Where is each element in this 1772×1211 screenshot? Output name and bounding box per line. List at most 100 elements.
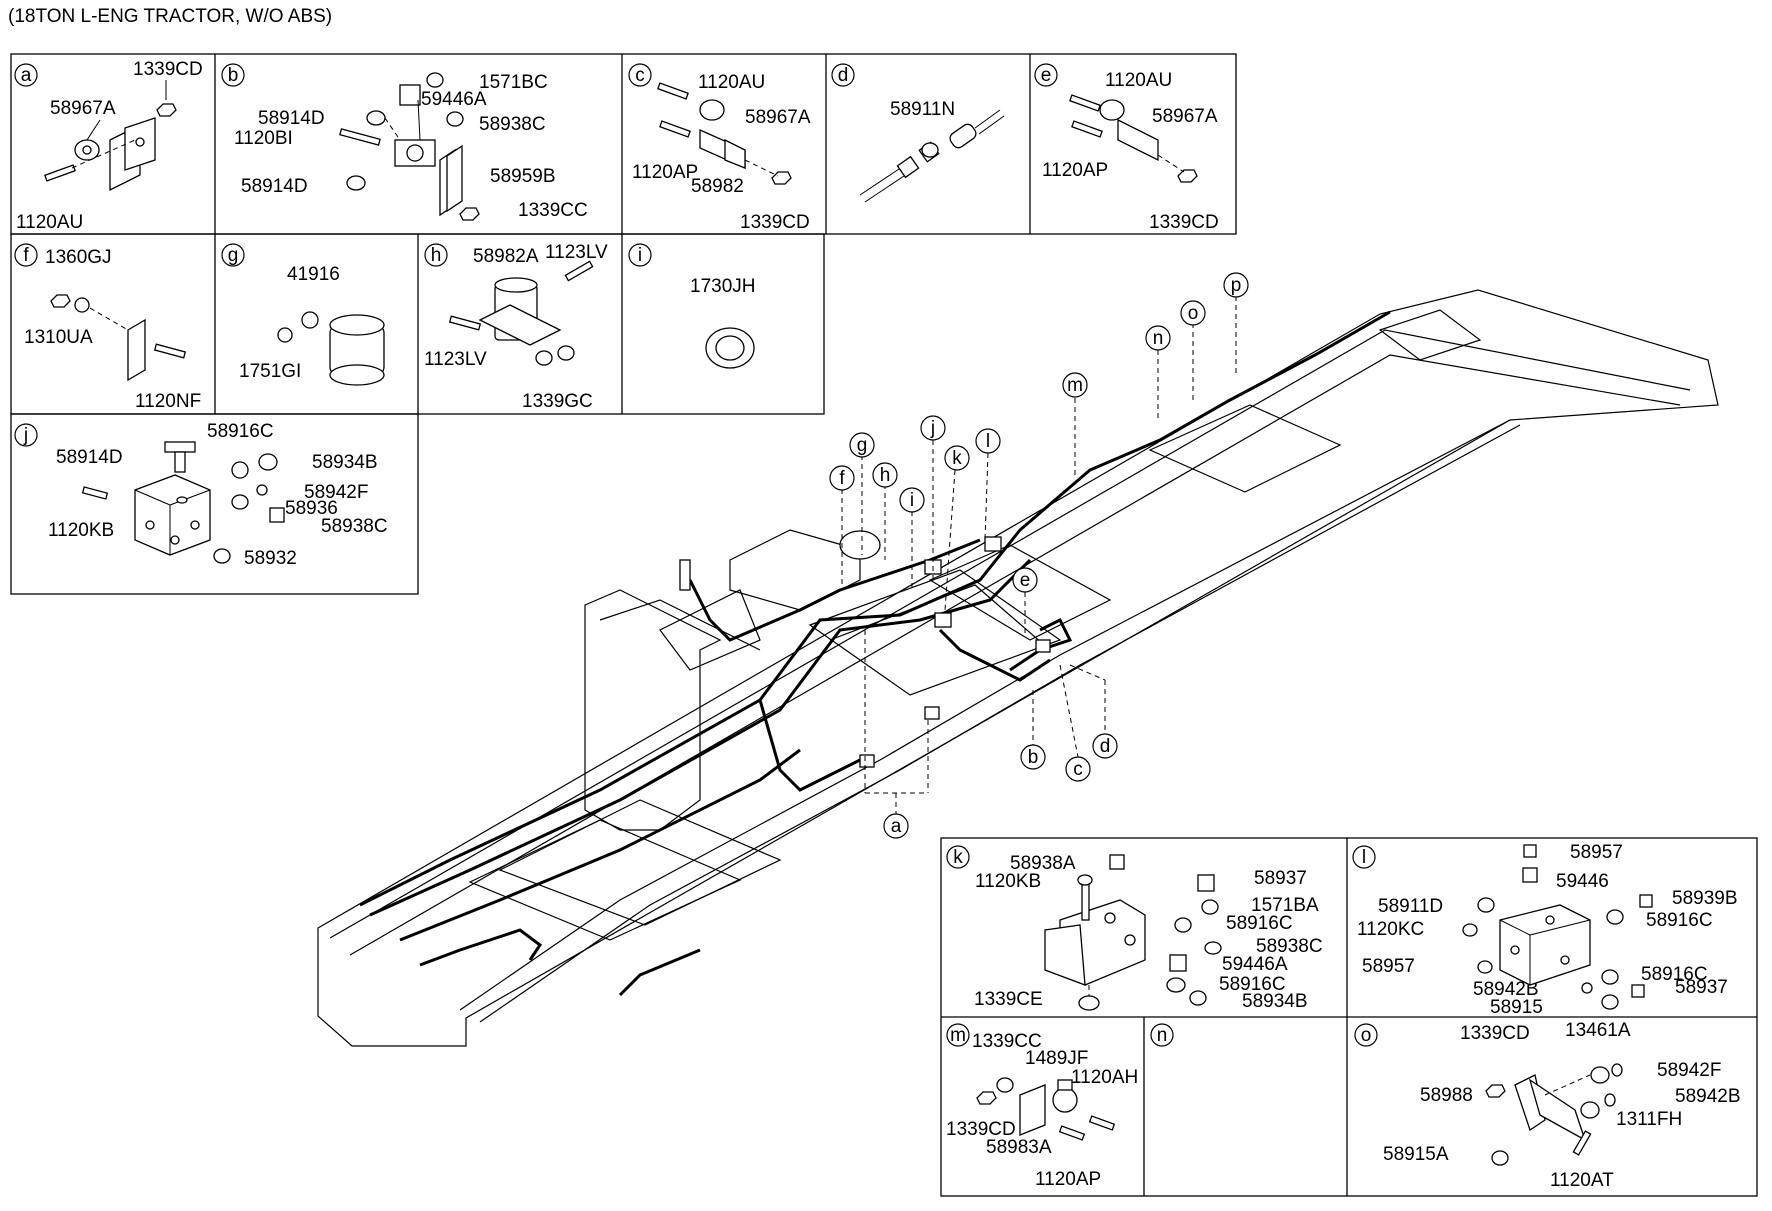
panel-h: h 58982A 1123LV 1123LV 1339GC bbox=[424, 242, 608, 412]
part-label: 58983A bbox=[986, 1137, 1052, 1158]
part-label: 1730JH bbox=[690, 276, 756, 297]
part-label: 58936 bbox=[285, 498, 338, 519]
part-label: 1120KB bbox=[975, 871, 1041, 892]
panel-letter-l: l bbox=[1362, 847, 1366, 868]
callout-c: c bbox=[1073, 759, 1083, 780]
part-label: 58916C bbox=[1219, 974, 1286, 995]
panel-letter-d: d bbox=[838, 65, 849, 86]
part-label: 1120AU bbox=[16, 212, 83, 233]
callout-l: l bbox=[986, 431, 990, 452]
part-label: 1571BC bbox=[479, 72, 548, 93]
callout-k: k bbox=[952, 448, 962, 469]
part-label: 1120AP bbox=[1035, 1169, 1101, 1190]
part-label: 1120AP bbox=[632, 162, 698, 183]
part-label: 58916C bbox=[1646, 910, 1713, 931]
part-label: 58916C bbox=[207, 421, 274, 442]
part-label: 1339CD bbox=[1149, 212, 1219, 233]
part-label: 1120BI bbox=[234, 128, 293, 149]
panel-letter-f: f bbox=[23, 245, 29, 266]
callout-h: h bbox=[880, 465, 891, 486]
part-label: 1310UA bbox=[24, 327, 93, 348]
panel-j: j 58916C 58914D 58934B 58942F 58936 1120… bbox=[14, 421, 388, 569]
part-label: 1123LV bbox=[545, 242, 608, 263]
diagram-title: (18TON L-ENG TRACTOR, W/O ABS) bbox=[8, 6, 333, 27]
part-label: 58957 bbox=[1570, 842, 1623, 863]
panel-letter-a: a bbox=[21, 65, 32, 86]
callout-m: m bbox=[1067, 375, 1083, 396]
panel-letter-b: b bbox=[228, 65, 239, 86]
panel-letter-h: h bbox=[431, 245, 442, 266]
part-label: 1311FH bbox=[1616, 1109, 1682, 1130]
part-label: 58982A bbox=[473, 246, 539, 267]
part-label: 1120KC bbox=[1357, 919, 1424, 940]
panel-i: i 1730JH bbox=[628, 243, 756, 369]
part-label: 58914D bbox=[258, 108, 325, 129]
panel-c: c 1120AU 58967A 1120AP 58982 1339CD bbox=[628, 63, 811, 233]
part-label: 58967A bbox=[1152, 106, 1218, 127]
part-label: 1120AP bbox=[1042, 160, 1108, 181]
panel-letter-i: i bbox=[638, 245, 642, 266]
part-label: 1120AU bbox=[698, 72, 765, 93]
part-label: 58911D bbox=[1378, 896, 1443, 917]
part-label: 41916 bbox=[287, 264, 340, 285]
part-label: 58937 bbox=[1675, 977, 1728, 998]
tractor-frame-assembly: a b c d e f g h i j k l m n o p bbox=[317, 272, 1719, 1047]
part-label: 58938A bbox=[1010, 853, 1076, 874]
part-label: 58959B bbox=[490, 166, 556, 187]
part-label: 58967A bbox=[50, 98, 116, 119]
part-label: 1120AU bbox=[1105, 70, 1172, 91]
callout-i: i bbox=[910, 490, 914, 511]
panel-m: m 1339CC 1489JF 1120AH 1339CD 58983A 112… bbox=[946, 1023, 1138, 1190]
callout-o: o bbox=[1188, 303, 1199, 324]
panel-e: e 1120AU 58967A 1120AP 1339CD bbox=[1034, 63, 1219, 233]
part-label: 58957 bbox=[1362, 956, 1415, 977]
panel-b: b 1571BC 59446A 58914D 1120BI 58938C 589… bbox=[221, 63, 588, 221]
panel-letter-g: g bbox=[228, 245, 239, 266]
part-label: 58915A bbox=[1383, 1144, 1449, 1165]
part-label: 1571BA bbox=[1251, 895, 1319, 916]
part-label: 1120NF bbox=[135, 391, 201, 412]
part-label: 59446A bbox=[421, 89, 487, 110]
part-label: 58914D bbox=[241, 176, 308, 197]
panel-g: g 41916 1751GI bbox=[221, 243, 385, 386]
panel-a: a 1339CD 58967A 1120AU bbox=[14, 59, 203, 233]
part-label: 58916C bbox=[1226, 913, 1293, 934]
panel-letter-n: n bbox=[1157, 1025, 1168, 1046]
part-label: 58939B bbox=[1672, 888, 1738, 909]
part-label: 1339CE bbox=[974, 989, 1043, 1010]
callout-b: b bbox=[1028, 747, 1039, 768]
callout-p: p bbox=[1231, 275, 1242, 296]
part-label: 1489JF bbox=[1025, 1048, 1088, 1069]
part-label: 58942F bbox=[304, 482, 368, 503]
part-label: 59446 bbox=[1556, 871, 1609, 892]
part-label: 1339GC bbox=[522, 391, 593, 412]
part-label: 58988 bbox=[1420, 1085, 1473, 1106]
part-label: 1339CC bbox=[518, 200, 588, 221]
part-label: 1120AT bbox=[1550, 1170, 1614, 1191]
part-label: 58942B bbox=[1675, 1086, 1741, 1107]
part-label: 58916C bbox=[1641, 964, 1708, 985]
part-label: 58942F bbox=[1657, 1060, 1721, 1081]
panel-letter-j: j bbox=[23, 425, 28, 446]
part-label: 58915 bbox=[1490, 997, 1543, 1018]
panel-f: f 1360GJ 1310UA 1120NF bbox=[14, 243, 201, 412]
part-label: 58938C bbox=[321, 516, 388, 537]
part-label: 1120KB bbox=[48, 520, 114, 541]
panel-letter-m: m bbox=[950, 1025, 966, 1046]
part-label: 59446A bbox=[1222, 954, 1288, 975]
part-label: 1339CD bbox=[1460, 1023, 1530, 1044]
part-label: 58982 bbox=[691, 176, 744, 197]
part-label: 1339CD bbox=[133, 59, 203, 80]
callout-a: a bbox=[891, 816, 902, 837]
part-label: 1120AH bbox=[1071, 1067, 1138, 1088]
callout-n: n bbox=[1153, 328, 1164, 349]
panel-letter-o: o bbox=[1361, 1025, 1372, 1046]
panel-n: n bbox=[1150, 1023, 1174, 1047]
part-label: 58938C bbox=[479, 114, 546, 135]
part-label: 58934B bbox=[1242, 991, 1308, 1012]
panel-l: l 58957 59446 58939B 58911D 58916C 1120K… bbox=[1352, 842, 1738, 1018]
part-label: 58942B bbox=[1473, 979, 1539, 1000]
callout-e: e bbox=[1020, 570, 1031, 591]
part-label: 1339CC bbox=[972, 1031, 1042, 1052]
